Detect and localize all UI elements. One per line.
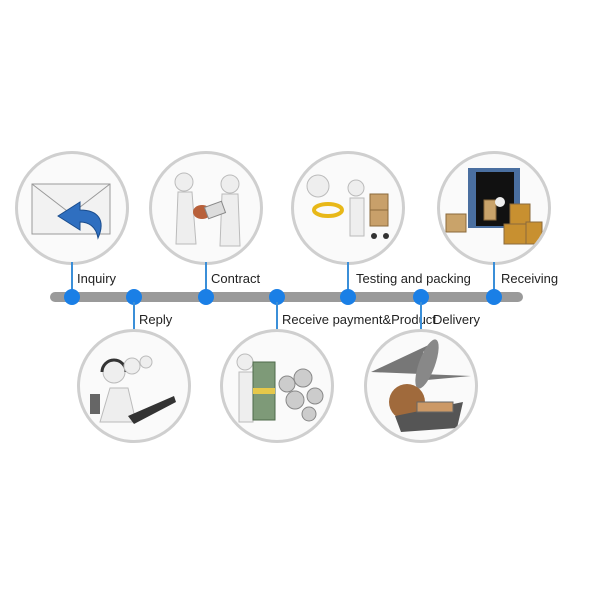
timeline-bar [50,292,523,302]
delivery-connector [420,302,422,330]
call-center-icon [90,355,176,424]
contract-connector [205,262,207,292]
receiving-image [437,151,551,265]
receive-payment-dot [269,289,285,305]
testing-label: Testing and packing [356,271,471,286]
testing-image [291,151,405,265]
inquiry-label: Inquiry [77,271,117,286]
inquiry-dot [64,289,80,305]
delivery-dot [413,289,429,305]
receive-payment-label: Receive payment&Product [282,312,436,327]
receiving-dot [486,289,502,305]
money-gears-icon [236,353,324,423]
contract-dot [198,289,214,305]
container-boxes-icon [445,168,543,245]
delivery-label: Delivery [433,312,480,327]
handshake-contract-icon [174,172,241,247]
testing-connector [347,262,349,292]
reply-dot [126,289,142,305]
plane-ship-globe-icon [371,339,471,432]
receiving-label: Receiving [501,271,559,286]
inquiry-connector [71,262,73,292]
reply-connector [133,302,135,330]
envelope-reply-icon [31,183,111,240]
delivery-image [364,329,478,443]
testing-dot [340,289,356,305]
contract-image [149,151,263,265]
inquiry-image [15,151,129,265]
receive-payment-connector [276,302,278,330]
reply-image [77,329,191,443]
magnifier-boxes-icon [306,174,389,239]
contract-label: Contract [211,271,261,286]
receive-payment-image [220,329,334,443]
reply-label: Reply [139,312,173,327]
receiving-connector [493,262,495,292]
